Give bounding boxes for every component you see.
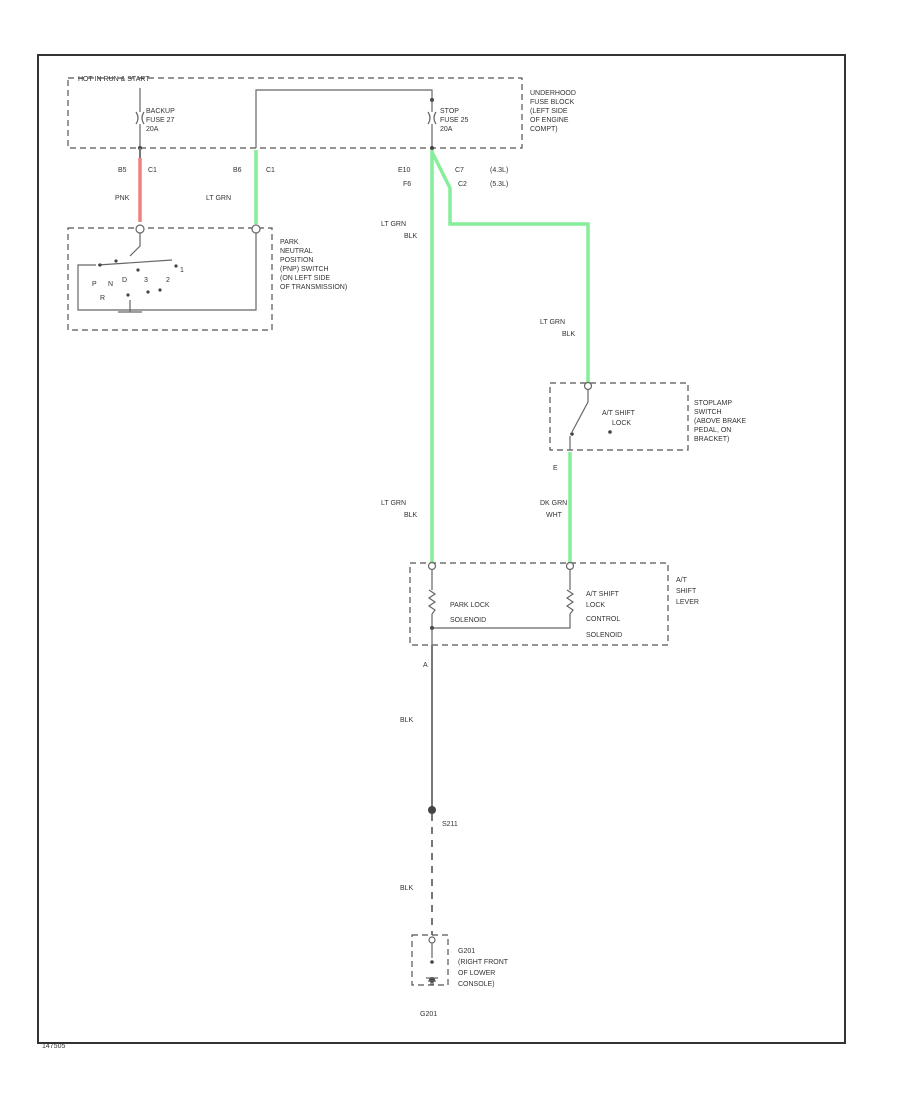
- blk-wire-1-label: BLK: [400, 717, 414, 724]
- backup-fuse-label-2: FUSE 27: [146, 117, 175, 124]
- g201-desc-1: G201: [458, 948, 475, 955]
- shift-control-3: CONTROL: [586, 616, 620, 623]
- stoplamp-label-1: STOPLAMP: [694, 400, 732, 407]
- stop-fuse: [427, 98, 437, 150]
- pin-c2: C2: [458, 181, 467, 188]
- shift-control-2: LOCK: [586, 602, 605, 609]
- pnk-wire-label: PNK: [115, 195, 130, 202]
- backup-fuse-label-3: 20A: [146, 126, 159, 133]
- shift-control-1: A/T SHIFT: [586, 591, 620, 598]
- splice-s211: [428, 806, 436, 814]
- pnp-pos-r: R: [100, 295, 105, 302]
- pnp-pos-p: P: [92, 281, 97, 288]
- pnp-label-5: (ON LEFT SIDE: [280, 275, 330, 282]
- stoplamp-label-3: (ABOVE BRAKE: [694, 418, 746, 425]
- pnp-label-2: NEUTRAL: [280, 248, 313, 255]
- backup-fuse: [135, 98, 145, 150]
- pnp-switch-outline: [67, 227, 273, 331]
- lt-grn-blk-a-2: BLK: [404, 233, 418, 240]
- lt-grn-blk-b-2: BLK: [562, 331, 576, 338]
- pnp-pos-1: 1: [180, 267, 184, 274]
- splice-s211-label: S211: [442, 821, 458, 828]
- shift-lever-label-3: LEVER: [676, 599, 699, 606]
- stoplamp-pin-e: E: [553, 465, 558, 472]
- pnp-label-1: PARK: [280, 239, 299, 246]
- underhood-fuse-block-outline: [67, 77, 523, 149]
- pnp-pos-d: D: [122, 277, 127, 284]
- lt-grn-blk-c-1: LT GRN: [381, 500, 406, 507]
- stoplamp-label-2: SWITCH: [694, 409, 722, 416]
- pin-c7: C7: [455, 167, 464, 174]
- pnp-pos-n: N: [108, 281, 113, 288]
- pnp-pos-3: 3: [144, 277, 148, 284]
- lt-grn-blk-branch-wire: [430, 151, 590, 385]
- shift-lever-solenoids: [427, 561, 575, 645]
- pin-b5-c1: C1: [148, 167, 157, 174]
- stoplamp-switch-outline: [549, 382, 689, 451]
- pnp-label-3: POSITION: [280, 257, 313, 264]
- g201-desc-2: (RIGHT FRONT: [458, 959, 509, 966]
- stop-fuse-label-2: FUSE 25: [440, 117, 469, 124]
- stoplamp-switch: [569, 381, 612, 450]
- lt-grn-blk-a-1: LT GRN: [381, 221, 406, 228]
- pnp-label-6: OF TRANSMISSION): [280, 284, 347, 291]
- g201-desc-3: OF LOWER: [458, 970, 495, 977]
- pnp-switch: [77, 224, 261, 313]
- fuse-block-label-4: OF ENGINE: [530, 117, 569, 124]
- pnp-pos-2: 2: [166, 277, 170, 284]
- stoplamp-inner-2: LOCK: [612, 420, 631, 427]
- g201-outline: [411, 934, 449, 986]
- lt-grn-wire-label: LT GRN: [206, 195, 231, 202]
- diagram-id: 147505: [42, 1043, 65, 1050]
- lt-grn-blk-c-2: BLK: [404, 512, 418, 519]
- stoplamp-label-5: BRACKET): [694, 436, 729, 443]
- stop-fuse-label-3: 20A: [440, 126, 453, 133]
- shift-lever-outline: [409, 562, 669, 646]
- pin-e10: E10: [398, 167, 411, 174]
- variant-4-3l: (4.3L): [490, 167, 508, 174]
- g201-bottom-label: G201: [420, 1011, 437, 1018]
- fuse-block-label-5: COMPT): [530, 126, 558, 133]
- dk-grn-wht-1: DK GRN: [540, 500, 567, 507]
- pin-b6: B6: [233, 167, 242, 174]
- fuse-block-label-1: UNDERHOOD: [530, 90, 576, 97]
- fuse-bus-right: [255, 89, 433, 148]
- dk-grn-wht-2: WHT: [546, 512, 563, 519]
- shift-lever-pin-a: A: [423, 662, 428, 669]
- fuse-block-label-3: (LEFT SIDE: [530, 108, 568, 115]
- pin-b6-c1: C1: [266, 167, 275, 174]
- park-lock-1: PARK LOCK: [450, 602, 490, 609]
- pin-b5: B5: [118, 167, 127, 174]
- stoplamp-inner-1: A/T SHIFT: [602, 410, 636, 417]
- fuse-block-label-2: FUSE BLOCK: [530, 99, 575, 106]
- stoplamp-label-4: PEDAL, ON: [694, 427, 731, 434]
- diagram-frame: [37, 54, 846, 1044]
- pnp-label-4: (PNP) SWITCH: [280, 266, 329, 273]
- shift-lever-label-2: SHIFT: [676, 588, 697, 595]
- stop-fuse-label-1: STOP: [440, 108, 459, 115]
- g201-desc-4: CONSOLE): [458, 981, 495, 988]
- variant-5-3l: (5.3L): [490, 181, 508, 188]
- lt-grn-blk-b-1: LT GRN: [540, 319, 565, 326]
- hot-in-run-start-label: HOT IN RUN & START: [78, 76, 150, 83]
- blk-wire-2-label: BLK: [400, 885, 414, 892]
- shift-control-4: SOLENOID: [586, 632, 622, 639]
- shift-lever-label-1: A/T: [676, 577, 688, 584]
- ground-g201: [426, 936, 438, 985]
- pin-f6: F6: [403, 181, 411, 188]
- backup-fuse-label-1: BACKUP: [146, 108, 175, 115]
- park-lock-2: SOLENOID: [450, 617, 486, 624]
